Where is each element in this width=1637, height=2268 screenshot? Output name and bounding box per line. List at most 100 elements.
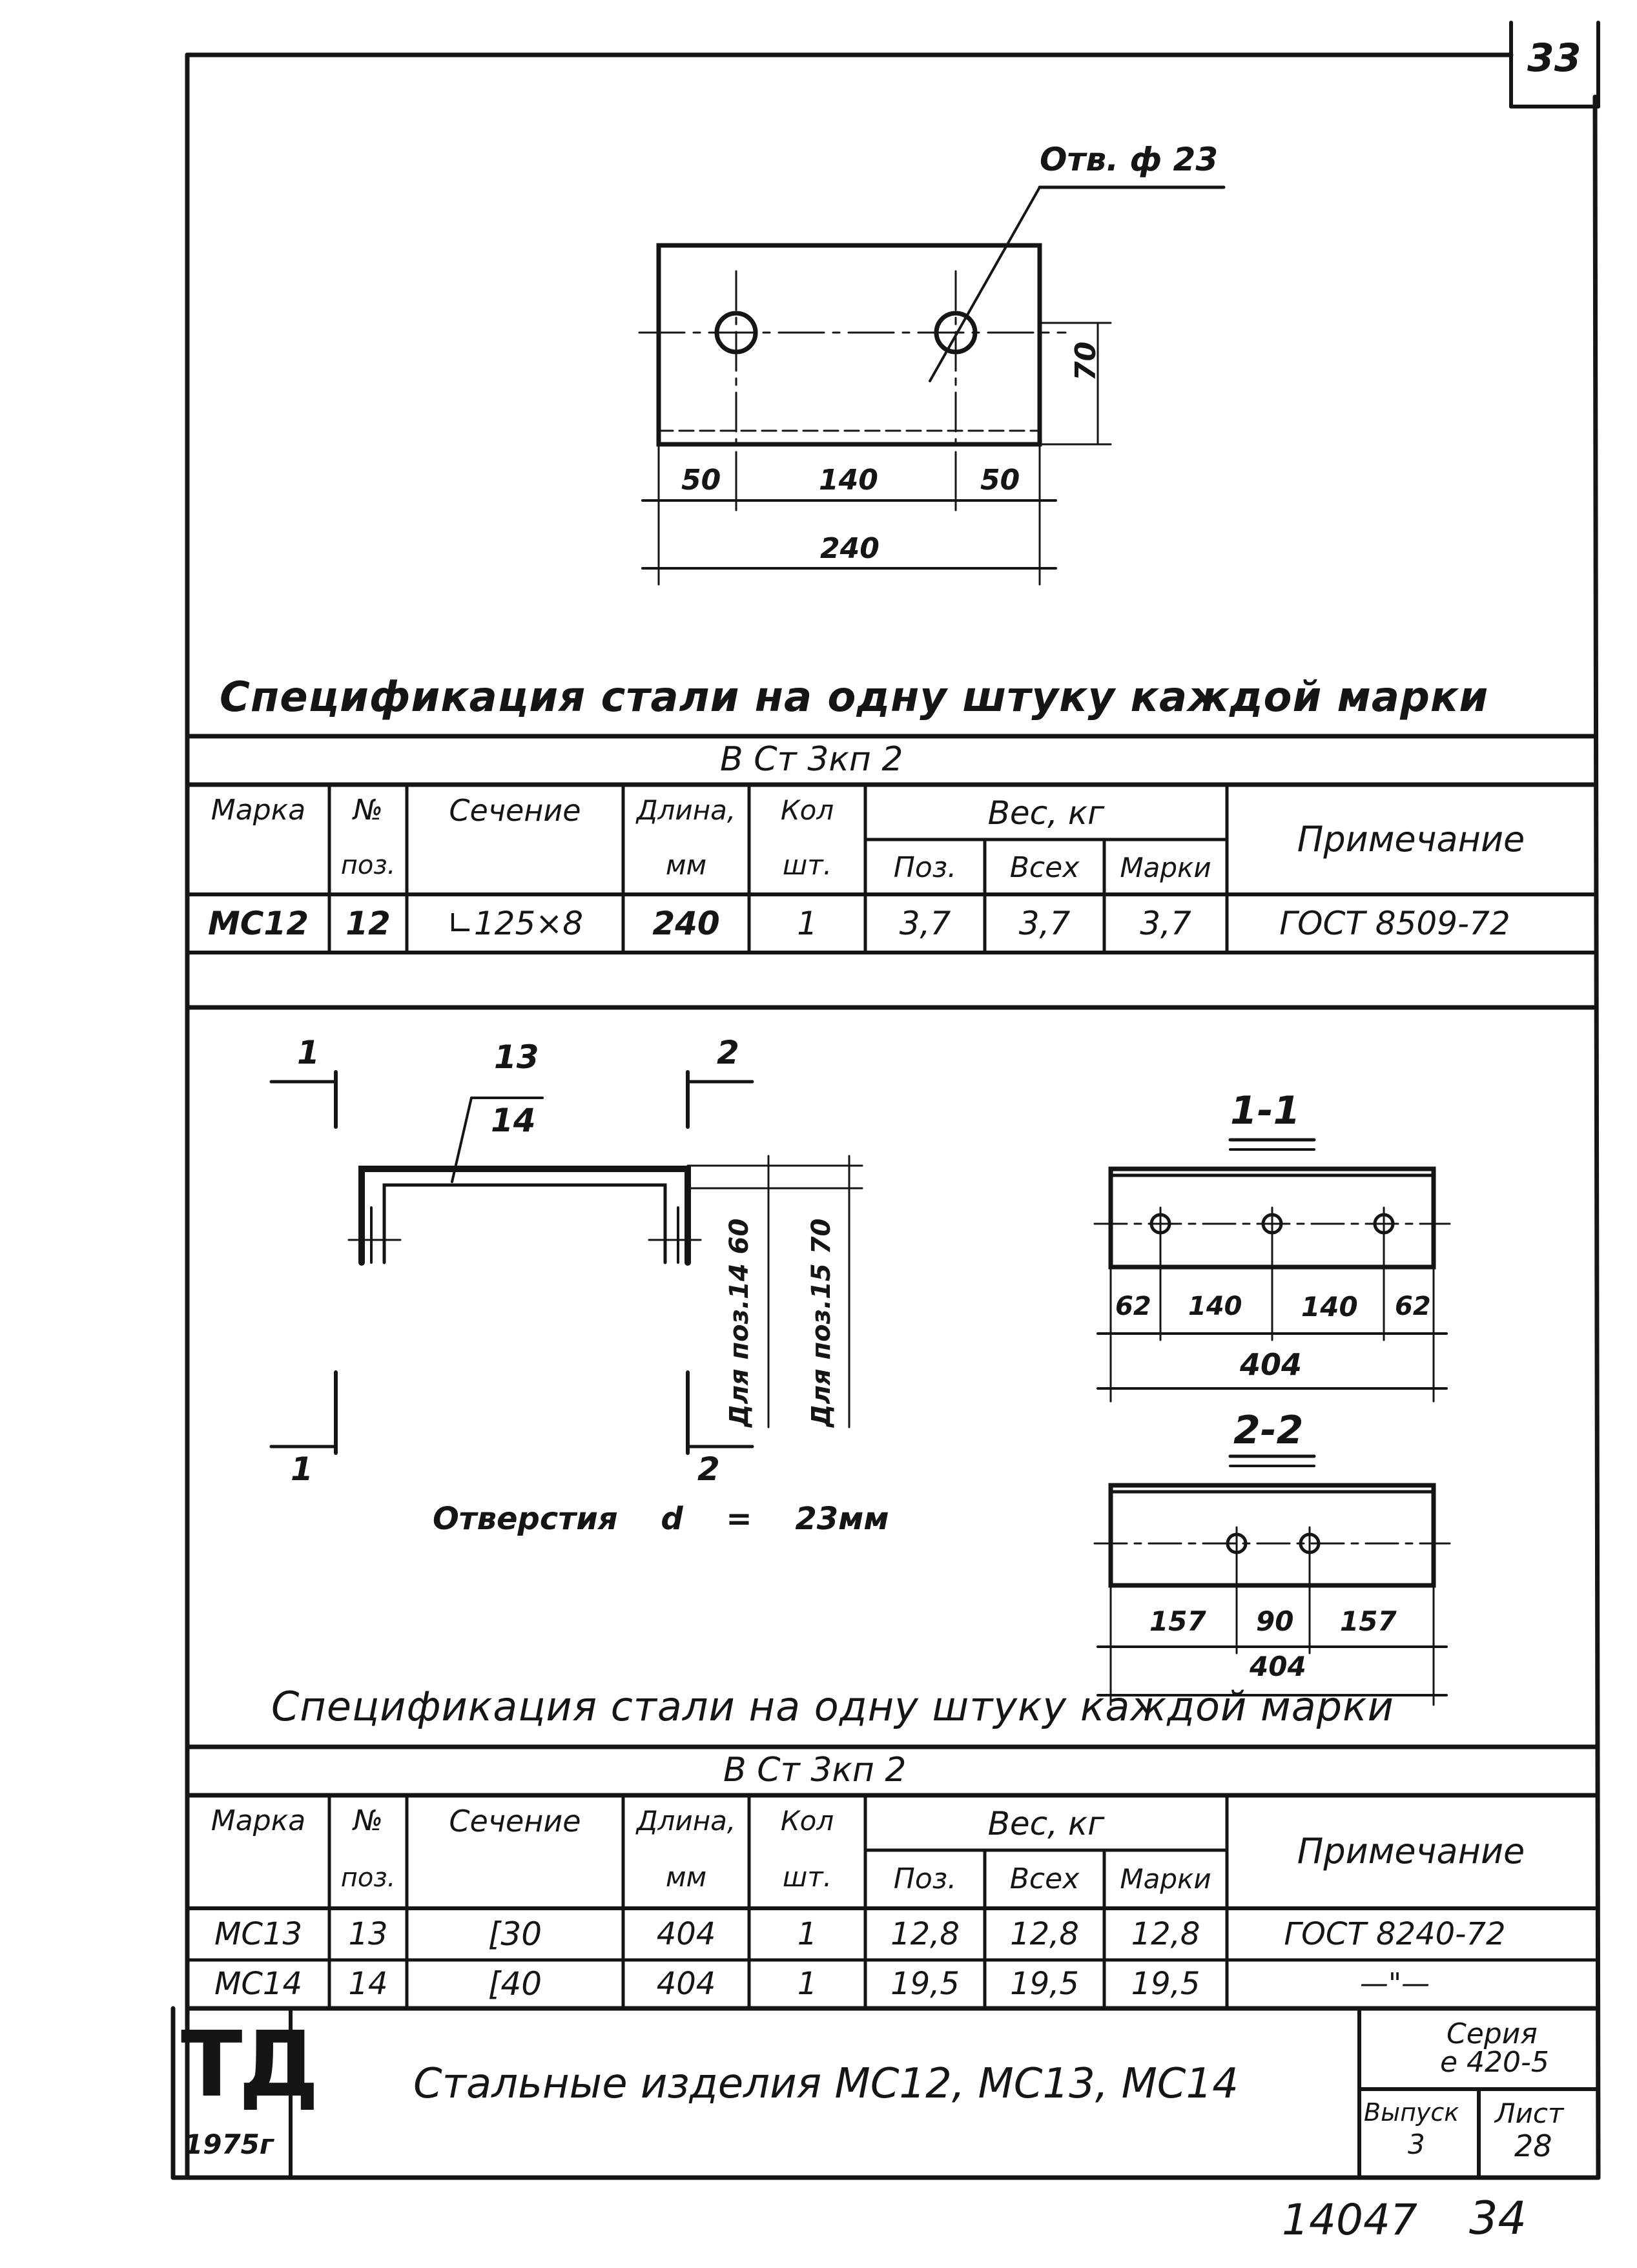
section-2-2-dim-2: 90 — [1256, 1605, 1294, 1637]
spec1-row1-note: ГОСТ 8509-72 — [1279, 904, 1510, 942]
spec2-header-w-mark: Марки — [1120, 1862, 1211, 1895]
spec2-header-weight: Вес, кг — [987, 1804, 1105, 1842]
spec2-row2-note: —"— — [1359, 1967, 1430, 2001]
section-1-1-drawing — [1093, 1138, 1451, 1403]
section-2-2-drawing — [1093, 1454, 1451, 1706]
spec1-title: Спецификация стали на одну штуку каждой … — [220, 674, 1489, 721]
spec2-header-qty-2: шт. — [782, 1861, 832, 1893]
spec1-header-qty-1: Кол — [780, 794, 834, 826]
spec1-table-lines — [185, 734, 1598, 1010]
spec1-header-mark: Марка — [211, 793, 306, 827]
spec2-row2-qty: 1 — [797, 1966, 818, 2003]
section-1-1-dim-2: 140 — [1188, 1292, 1242, 1321]
spec2-header-note: Примечание — [1297, 1831, 1525, 1872]
section-2-2-title: 2-2 — [1233, 1408, 1304, 1453]
dim-total-240: 240 — [820, 532, 880, 565]
spec1-header-qty-2: шт. — [782, 849, 832, 881]
spec2-row2-mark: МС14 — [214, 1966, 302, 2003]
spec2-header-w-all: Всех — [1009, 1862, 1080, 1895]
spec2-row1-note: ГОСТ 8240-72 — [1284, 1915, 1506, 1952]
spec2-row1-w-all: 12,8 — [1010, 1915, 1079, 1952]
position-14-label: 14 — [491, 1102, 536, 1139]
cut1-label-top: 1 — [297, 1034, 320, 1071]
spec2-row1-pos: 13 — [348, 1915, 388, 1952]
spec2-header-w-pos: Поз. — [893, 1862, 957, 1895]
spec2-row2-w-all: 19,5 — [1010, 1966, 1079, 2003]
spec1-steel-grade: В Ст 3кп 2 — [720, 740, 903, 779]
td-logo: ТД — [181, 2012, 319, 2118]
title-block-lines — [289, 2006, 1600, 2180]
spec1-header-w-mark: Марки — [1120, 851, 1211, 883]
spec2-row2-pos: 14 — [348, 1966, 388, 2003]
section-1-1-dim-4: 62 — [1395, 1292, 1431, 1321]
section-1-1-dim-3: 140 — [1301, 1291, 1358, 1323]
dim-right-50: 50 — [980, 464, 1020, 497]
spec1-row1-mark: МС12 — [207, 904, 309, 942]
archive-number: 14047 — [1282, 2195, 1417, 2245]
holes-note: Отверстия d = 23мм — [433, 1501, 889, 1537]
spec1-header-note: Примечание — [1297, 818, 1525, 860]
issue-value: 3 — [1408, 2129, 1425, 2160]
sheet-number-box — [1509, 21, 1600, 108]
issue-label: Выпуск — [1364, 2098, 1459, 2127]
title-block-year: 1975г — [184, 2129, 274, 2160]
spec2-row2-w-pos: 19,5 — [891, 1966, 960, 2003]
section-1-1-total: 404 — [1240, 1347, 1302, 1382]
dim-left-50: 50 — [681, 464, 721, 497]
section-2-2-dim-1: 157 — [1149, 1605, 1206, 1637]
spec1-header-w-all: Всех — [1009, 850, 1080, 884]
plate-ms12-drawing — [638, 185, 1226, 586]
series-label: Серия — [1447, 2017, 1538, 2050]
spec1-row1-w-mark: 3,7 — [1140, 904, 1191, 942]
dim-height-70: 70 — [1069, 341, 1102, 381]
sheet-value: 28 — [1514, 2129, 1552, 2163]
spec1-header-length-2: мм — [665, 849, 707, 881]
spec2-row1-qty: 1 — [797, 1915, 818, 1952]
section-2-2-dim-3: 157 — [1340, 1605, 1397, 1637]
spec2-row1-mark: МС13 — [214, 1915, 302, 1952]
dim-middle-140: 140 — [819, 464, 878, 497]
cut1-label-bottom: 1 — [291, 1450, 313, 1488]
series-value: е 420-5 — [1440, 2046, 1549, 2079]
spec1-header-section: Сечение — [449, 792, 581, 828]
spec2-title: Спецификация стали на одну штуку каждой … — [271, 1683, 1394, 1730]
spec1-row1-w-pos: 3,7 — [899, 904, 951, 942]
section-1-1-title: 1-1 — [1230, 1088, 1301, 1133]
cut2-label-bottom: 2 — [697, 1450, 720, 1488]
spec2-header-pos-2: поз. — [340, 1862, 396, 1893]
sheet-number: 33 — [1527, 36, 1581, 81]
spec1-row1-qty: 1 — [797, 904, 818, 942]
spec1-header-pos-1: № — [353, 793, 383, 827]
spec1-row1-section: ∟125×8 — [446, 904, 584, 942]
dim-for-pos-14: Для поз.14 60 — [725, 1218, 754, 1427]
channel-elevation-drawing — [269, 1070, 863, 1455]
spec1-header-pos-2: поз. — [340, 850, 396, 880]
cut2-label-top: 2 — [717, 1034, 739, 1071]
spec2-header-length-2: мм — [665, 1861, 707, 1893]
spec2-header-mark: Марка — [211, 1804, 306, 1837]
spec1-header-length-1: Длина, — [636, 794, 736, 826]
spec2-row2-w-mark: 19,5 — [1131, 1966, 1200, 2003]
spec2-header-section: Сечение — [449, 1803, 581, 1839]
drawing-title: Стальные изделия МС12, МС13, МС14 — [413, 2060, 1239, 2108]
spec1-header-w-pos: Поз. — [893, 850, 957, 884]
spec2-row1-length: 404 — [656, 1915, 716, 1952]
spec2-row2-section: [40 — [488, 1965, 542, 2003]
spec2-row1-w-pos: 12,8 — [891, 1915, 960, 1952]
position-13-label: 13 — [494, 1038, 539, 1076]
sheet-label: Лист — [1495, 2098, 1564, 2129]
spec2-header-qty-1: Кол — [780, 1804, 834, 1837]
spec2-row1-section: [30 — [488, 1915, 542, 1953]
spec1-row1-length: 240 — [652, 904, 720, 942]
page-number: 34 — [1469, 2192, 1527, 2245]
dim-for-pos-15: Для поз.15 70 — [807, 1218, 836, 1427]
section-1-1-dim-1: 62 — [1115, 1292, 1151, 1321]
spec2-row1-w-mark: 12,8 — [1131, 1915, 1200, 1952]
section-2-2-total: 404 — [1250, 1651, 1306, 1682]
spec2-steel-grade: В Ст 3кп 2 — [723, 1751, 907, 1789]
spec1-row1-pos: 12 — [345, 904, 391, 942]
spec1-header-weight: Вес, кг — [987, 794, 1105, 832]
spec1-row1-w-all: 3,7 — [1018, 904, 1071, 942]
spec2-header-length-1: Длина, — [636, 1804, 736, 1837]
